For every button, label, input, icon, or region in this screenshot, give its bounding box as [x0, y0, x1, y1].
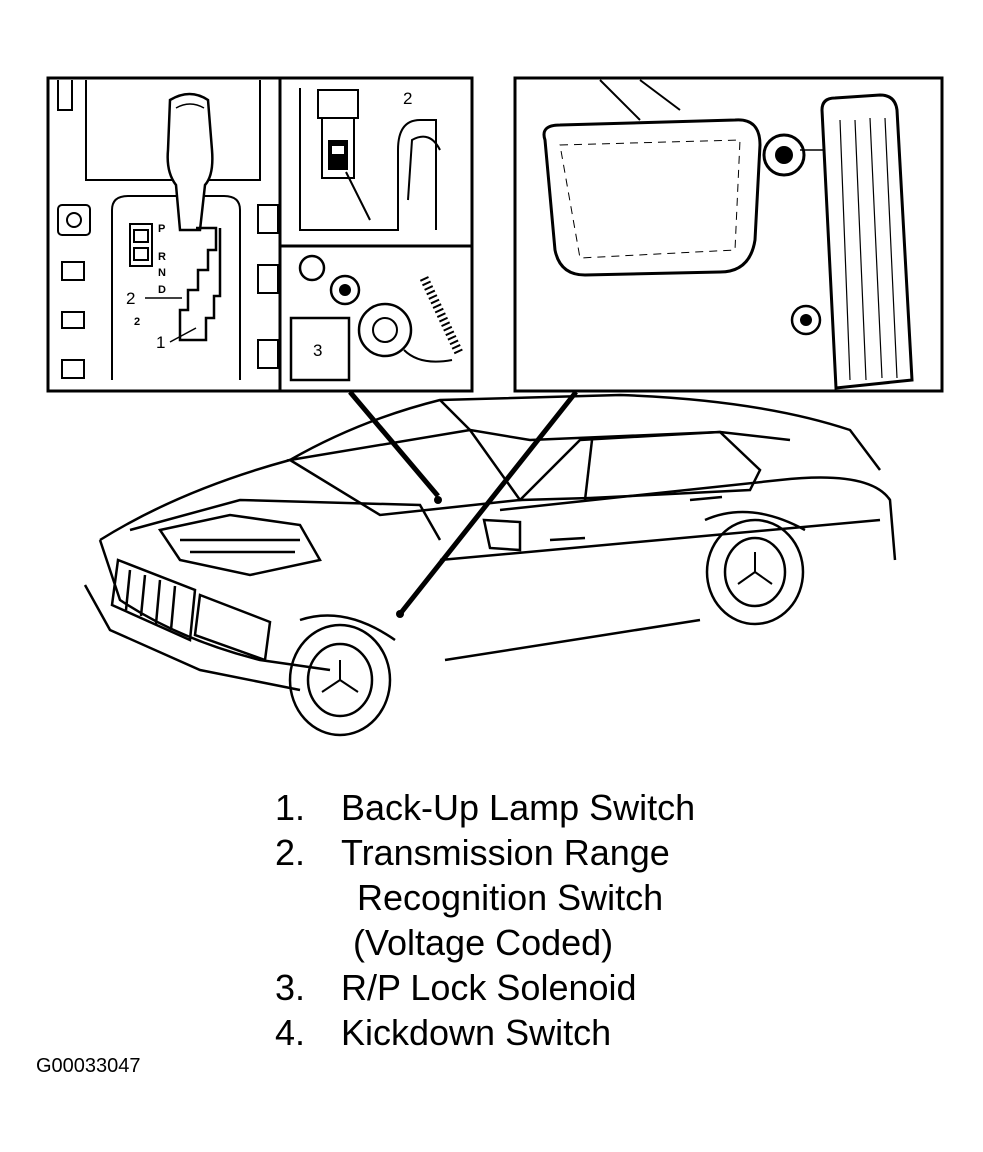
kickdown-inset: 4: [513, 76, 944, 393]
label-1-shifter-1: 1: [156, 333, 165, 352]
gear-letter-2: 2: [134, 316, 140, 328]
label-range-switch-2: 2: [403, 89, 412, 108]
gear-letter-d: D: [158, 284, 166, 296]
legend-item-2: 2. Transmission Range: [275, 830, 795, 875]
gear-letter-r: R: [158, 251, 166, 263]
legend-text: Back-Up Lamp Switch: [341, 787, 696, 828]
legend-number: 3.: [275, 967, 306, 1008]
legend-number: 1.: [275, 787, 306, 828]
solenoid-inset: 3: [278, 244, 474, 393]
label-solenoid-3: 3: [313, 341, 322, 360]
legend-text: Kickdown Switch: [341, 1012, 612, 1053]
legend-item-1: 1. Back-Up Lamp Switch: [275, 785, 795, 830]
legend-number: 4.: [275, 1012, 306, 1053]
legend-item-4: 4. Kickdown Switch: [275, 1010, 795, 1055]
component-legend: 1. Back-Up Lamp Switch 2. Transmission R…: [275, 785, 795, 1055]
figure-id: G00033047: [36, 1055, 141, 1077]
legend-item-2-line-2: Recognition Switch: [357, 877, 664, 918]
label-1-shifter-2: 2: [126, 289, 135, 308]
range-switch-inset: 2: [278, 76, 474, 248]
legend-item-3: 3. R/P Lock Solenoid: [275, 965, 795, 1010]
legend-number: 2.: [275, 832, 306, 873]
gear-letter-p: P: [158, 223, 165, 235]
legend-item-2-line-3: (Voltage Coded): [353, 922, 614, 963]
shifter-inset: P R N D 2 2 1: [46, 76, 282, 393]
gear-letter-n: N: [158, 267, 166, 279]
car-illustration: [83, 393, 897, 737]
legend-text: R/P Lock Solenoid: [341, 967, 637, 1008]
legend-text: Transmission Range: [341, 832, 670, 873]
